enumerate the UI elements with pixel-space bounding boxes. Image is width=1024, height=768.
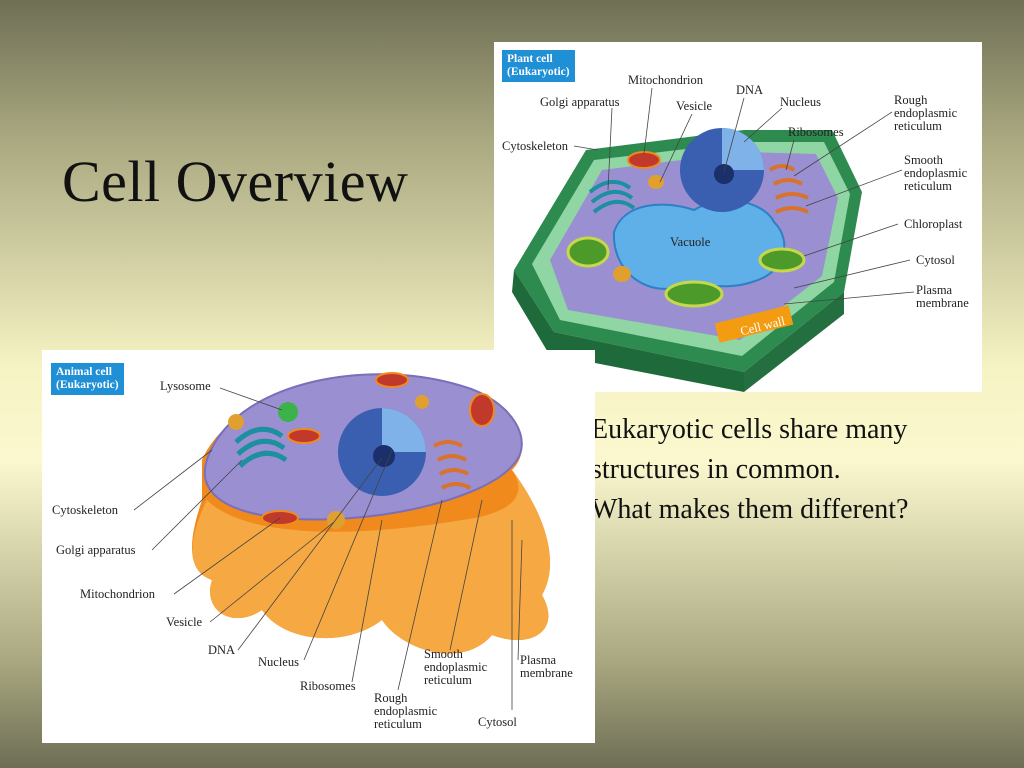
animal-label-plasma-membrane: Plasma membrane <box>520 653 573 680</box>
animal-label-rough-er: Rough endoplasmic reticulum <box>374 691 438 731</box>
plant-cell-tag: Plant cell (Eukaryotic) <box>502 50 575 82</box>
slide-body: Eukaryotic cells share many structures i… <box>591 410 1011 530</box>
plant-nucleus-shape <box>680 128 764 212</box>
plant-cell-figure: Plant cell (Eukaryotic) Mitochondrion DN… <box>494 42 982 392</box>
animal-label-mitochondrion: Mitochondrion <box>80 587 155 601</box>
body-line: Eukaryotic cells share many <box>591 414 908 445</box>
plant-label-rough-er: Rough endoplasmic reticulum <box>894 93 958 133</box>
plant-cell-illustration <box>512 87 915 392</box>
animal-label-smooth-er: Smooth endoplasmic reticulum <box>424 647 488 687</box>
animal-cell-figure: Animal cell (Eukaryotic) Lysosome Cytosk… <box>42 350 595 743</box>
plant-label-vacuole: Vacuole <box>670 235 711 249</box>
animal-label-ribosomes: Ribosomes <box>300 679 356 693</box>
plant-label-smooth-er: Smooth endoplasmic reticulum <box>904 153 968 193</box>
animal-golgi-shape <box>234 426 288 468</box>
animal-cell-tag: Animal cell (Eukaryotic) <box>51 363 124 395</box>
plant-tag-line1: Plant cell <box>507 53 553 65</box>
slide-title: Cell Overview <box>62 149 409 214</box>
plant-label-mitochondrion: Mitochondrion <box>628 73 703 87</box>
plant-mitochondria <box>613 151 664 282</box>
body-line: What makes them different? <box>591 494 909 525</box>
animal-leader-lines <box>133 387 523 710</box>
plant-label-golgi: Golgi apparatus <box>540 95 620 109</box>
plant-label-ribosomes: Ribosomes <box>788 125 844 139</box>
plant-golgi-shape <box>588 180 636 214</box>
plant-leader-lines <box>573 87 915 305</box>
animal-label-dna: DNA <box>208 643 236 657</box>
plant-label-nucleus: Nucleus <box>780 95 821 109</box>
plant-er-shape <box>768 164 809 214</box>
animal-lysosome-shape <box>278 402 298 422</box>
animal-cell-illustration <box>133 372 551 710</box>
animal-label-cytoskeleton: Cytoskeleton <box>52 503 118 517</box>
animal-membrane-shade <box>192 470 551 654</box>
animal-label-nucleus: Nucleus <box>258 655 299 669</box>
plant-label-cytosol: Cytosol <box>916 253 955 267</box>
plant-label-vesicle: Vesicle <box>676 99 713 113</box>
animal-tag-line2: (Eukaryotic) <box>56 379 119 391</box>
body-line: structures in common. <box>591 454 841 485</box>
plant-label-cytoskeleton: Cytoskeleton <box>502 139 568 153</box>
plant-chloroplasts <box>566 236 806 308</box>
plant-label-dna: DNA <box>736 83 764 97</box>
animal-label-golgi: Golgi apparatus <box>56 543 136 557</box>
animal-label-vesicle: Vesicle <box>166 615 203 629</box>
plant-label-plasma-membrane: Plasma membrane <box>916 283 969 310</box>
animal-tag-line1: Animal cell <box>56 366 112 378</box>
animal-label-cytosol: Cytosol <box>478 715 517 729</box>
animal-nucleus-shape <box>338 408 426 496</box>
animal-er-shape <box>433 440 471 490</box>
plant-label-chloroplast: Chloroplast <box>904 217 963 231</box>
plant-tag-line2: (Eukaryotic) <box>507 66 570 78</box>
plant-plasma-strip <box>714 305 794 343</box>
animal-label-lysosome: Lysosome <box>160 379 211 393</box>
